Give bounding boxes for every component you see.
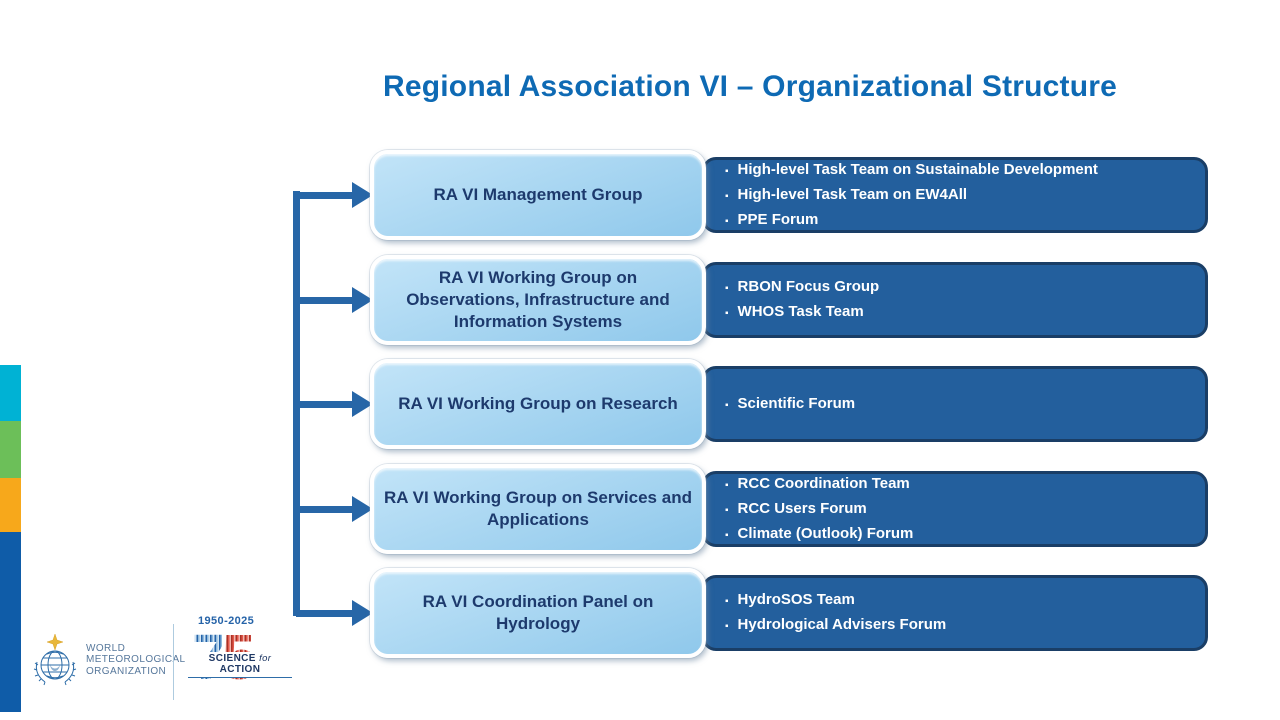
org-row: ▪ RBON Focus Group ▪ WHOS Task Team RA VI Wo…	[370, 255, 1210, 345]
bullet-icon: ▪	[725, 190, 729, 202]
item-label: High-level Task Team on Sustainable Deve…	[737, 160, 1098, 178]
org-row: ▪ High-level Task Team on Sustainable Dev…	[370, 150, 1210, 240]
bullet-icon: ▪	[725, 399, 729, 411]
list-item: ▪ High-level Task Team on Sustainable Dev…	[725, 158, 1191, 183]
arrow-right-icon	[352, 496, 373, 522]
tagline-for: for	[259, 653, 272, 664]
list-item: ▪ RBON Focus Group	[725, 275, 1191, 300]
item-label: Climate (Outlook) Forum	[737, 524, 914, 542]
tagline-science: SCIENCE	[208, 653, 256, 664]
items-box: ▪ RBON Focus Group ▪ WHOS Task Team	[702, 262, 1208, 338]
bullet-icon: ▪	[725, 596, 729, 607]
wmo-word-line: METEOROLOGICAL	[86, 654, 186, 666]
items-box: ▪ High-level Task Team on Sustainable Dev…	[702, 157, 1208, 233]
list-item: ▪ Climate (Outlook) Forum	[725, 522, 1191, 547]
connector-branch	[296, 192, 354, 199]
bullet-icon: ▪	[725, 479, 729, 491]
wmo-logo: WORLD METEOROLOGICAL ORGANIZATION	[33, 628, 185, 692]
group-label: RA VI Coordination Panel on Hydrology	[422, 592, 654, 633]
wmo-word-line: WORLD	[86, 642, 126, 654]
items-box: ▪ HydroSOS Team ▪ Hydrological Advisers For…	[702, 575, 1208, 651]
bullet-icon: ▪	[725, 308, 729, 319]
connector-branch	[296, 610, 354, 617]
list-item: ▪ RCC Coordination Team	[725, 472, 1191, 497]
items-box: ▪ Scientific Forum	[702, 366, 1208, 442]
connector-branch	[296, 297, 354, 304]
bullet-icon: ▪	[725, 165, 729, 177]
group-box: RA VI Working Group on Research	[370, 359, 706, 449]
group-label: RA VI Working Group on Services and Appl…	[384, 488, 692, 529]
item-label: HydroSOS Team	[737, 591, 855, 608]
list-item: ▪ RCC Users Forum	[725, 497, 1191, 522]
tagline-action: ACTION	[219, 664, 261, 675]
list-item: ▪ HydroSOS Team	[725, 588, 1191, 613]
group-label: RA VI Management Group	[433, 185, 643, 204]
group-box: RA VI Coordination Panel on Hydrology	[370, 568, 706, 658]
group-box: RA VI Management Group	[370, 150, 706, 240]
org-row: ▪ HydroSOS Team ▪ Hydrological Advisers For…	[370, 568, 1210, 658]
anniversary-logo: 75 1950-2025 SCIENCE for ACTION	[188, 613, 292, 705]
item-label: Scientific Forum	[737, 394, 856, 412]
bullet-icon: ▪	[725, 504, 729, 516]
arrow-right-icon	[352, 287, 373, 313]
wmo-wordmark: WORLD METEOROLOGICAL ORGANIZATION	[86, 643, 186, 678]
wmo-word-line: ORGANIZATION	[86, 665, 167, 677]
item-label: RCC Users Forum	[737, 499, 867, 517]
item-label: High-level Task Team on EW4All	[737, 185, 968, 203]
group-box: RA VI Working Group on Services and Appl…	[370, 464, 706, 554]
arrow-right-icon	[352, 391, 373, 417]
arrow-right-icon	[352, 182, 373, 208]
bullet-icon: ▪	[725, 283, 729, 294]
list-item: ▪ High-level Task Team on EW4All	[725, 183, 1191, 208]
wmo-emblem-icon	[33, 633, 77, 686]
decorative-bar-orange	[0, 478, 21, 532]
group-box: RA VI Working Group on Observations, Inf…	[370, 255, 706, 345]
anniversary-years: 1950-2025	[198, 615, 255, 627]
list-item: ▪ WHOS Task Team	[725, 300, 1191, 325]
org-row: ▪ RCC Coordination Team ▪ RCC Users Forum ▪ C…	[370, 464, 1210, 554]
list-item: ▪ PPE Forum	[725, 208, 1191, 233]
arrow-right-icon	[352, 600, 373, 626]
bullet-icon: ▪	[725, 529, 729, 541]
group-label: RA VI Working Group on Observations, Inf…	[406, 268, 670, 331]
item-label: Hydrological Advisers Forum	[737, 616, 947, 633]
items-box: ▪ RCC Coordination Team ▪ RCC Users Forum ▪ C…	[702, 471, 1208, 547]
org-row: ▪ Scientific Forum RA VI Working Group on …	[370, 359, 1210, 449]
connector-branch	[296, 401, 354, 408]
bullet-icon: ▪	[725, 621, 729, 632]
list-item: ▪ Hydrological Advisers Forum	[725, 613, 1191, 638]
item-label: PPE Forum	[737, 210, 819, 228]
decorative-bar-blue	[0, 532, 21, 712]
item-label: WHOS Task Team	[737, 303, 864, 320]
item-label: RCC Coordination Team	[737, 474, 910, 492]
decorative-bar-green	[0, 421, 21, 478]
connector-branch	[296, 506, 354, 513]
logo-divider	[173, 624, 174, 700]
decorative-bar-cyan	[0, 365, 21, 421]
list-item: ▪ Scientific Forum	[725, 392, 1191, 417]
anniversary-tagline: SCIENCE for ACTION	[188, 652, 292, 678]
bullet-icon: ▪	[725, 215, 729, 227]
item-label: RBON Focus Group	[737, 278, 880, 295]
page-title: Regional Association VI – Organizational…	[382, 70, 1118, 103]
group-label: RA VI Working Group on Research	[398, 394, 678, 413]
